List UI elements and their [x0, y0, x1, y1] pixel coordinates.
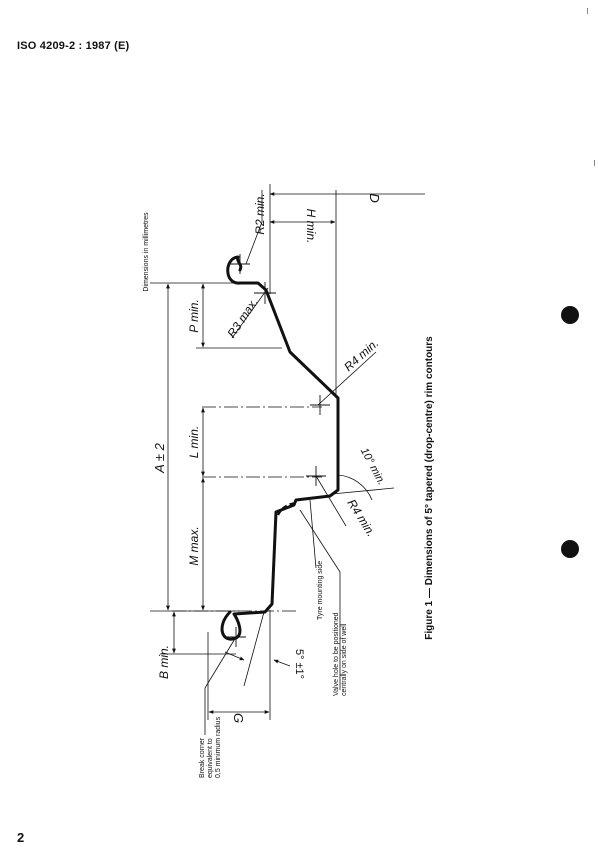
radius-label-r4-top: R4 min.	[341, 336, 381, 374]
hole-punch-top	[561, 306, 579, 324]
dim-label-m: M max.	[187, 526, 201, 565]
rim-profile	[220, 255, 340, 641]
note-break-corner-line2: equivalent to	[207, 738, 214, 778]
page-number: 2	[17, 830, 25, 845]
radius-centre-marks	[226, 254, 330, 647]
units-note: Dimensions in millimetres	[143, 212, 150, 292]
radius-label-r2: R2 min.	[253, 193, 267, 234]
radius-label-r3: R3 max.	[224, 295, 261, 340]
note-break-corner-line1: Break corner	[199, 737, 206, 778]
dim-label-h: H min.	[304, 209, 318, 244]
dim-label-d: D	[367, 193, 382, 202]
dimension-lines	[150, 184, 425, 735]
dim-label-a: A ± 2	[152, 442, 167, 474]
angle-label-10: 10° min.	[358, 446, 388, 487]
scan-mark-top	[587, 8, 588, 14]
note-break-corner-line3: 0,5 minimum radius	[215, 716, 222, 778]
radius-label-r4-bottom: R4 min.	[345, 497, 379, 539]
note-valve-hole-line1: Valve hole to be positioned	[333, 612, 340, 696]
figure-caption: Figure 1 — Dimensions of 5° tapered (dro…	[424, 336, 435, 640]
document-header: ISO 4209-2 : 1987 (E)	[17, 40, 130, 52]
dim-label-l: L min.	[187, 426, 201, 458]
taper-angle-label: 5° ±1°	[293, 649, 305, 679]
dim-label-b: B min.	[157, 645, 171, 679]
dim-label-g: G	[231, 713, 246, 723]
note-valve-hole-line2: centrally on side of well	[341, 623, 348, 696]
scan-mark-side	[594, 160, 595, 166]
note-tyre-mounting-side: Tyre mounting side	[317, 561, 324, 620]
hole-punch-bottom	[561, 540, 579, 558]
hump-dashed-outline	[276, 501, 297, 516]
dim-label-p: P min.	[187, 299, 201, 333]
